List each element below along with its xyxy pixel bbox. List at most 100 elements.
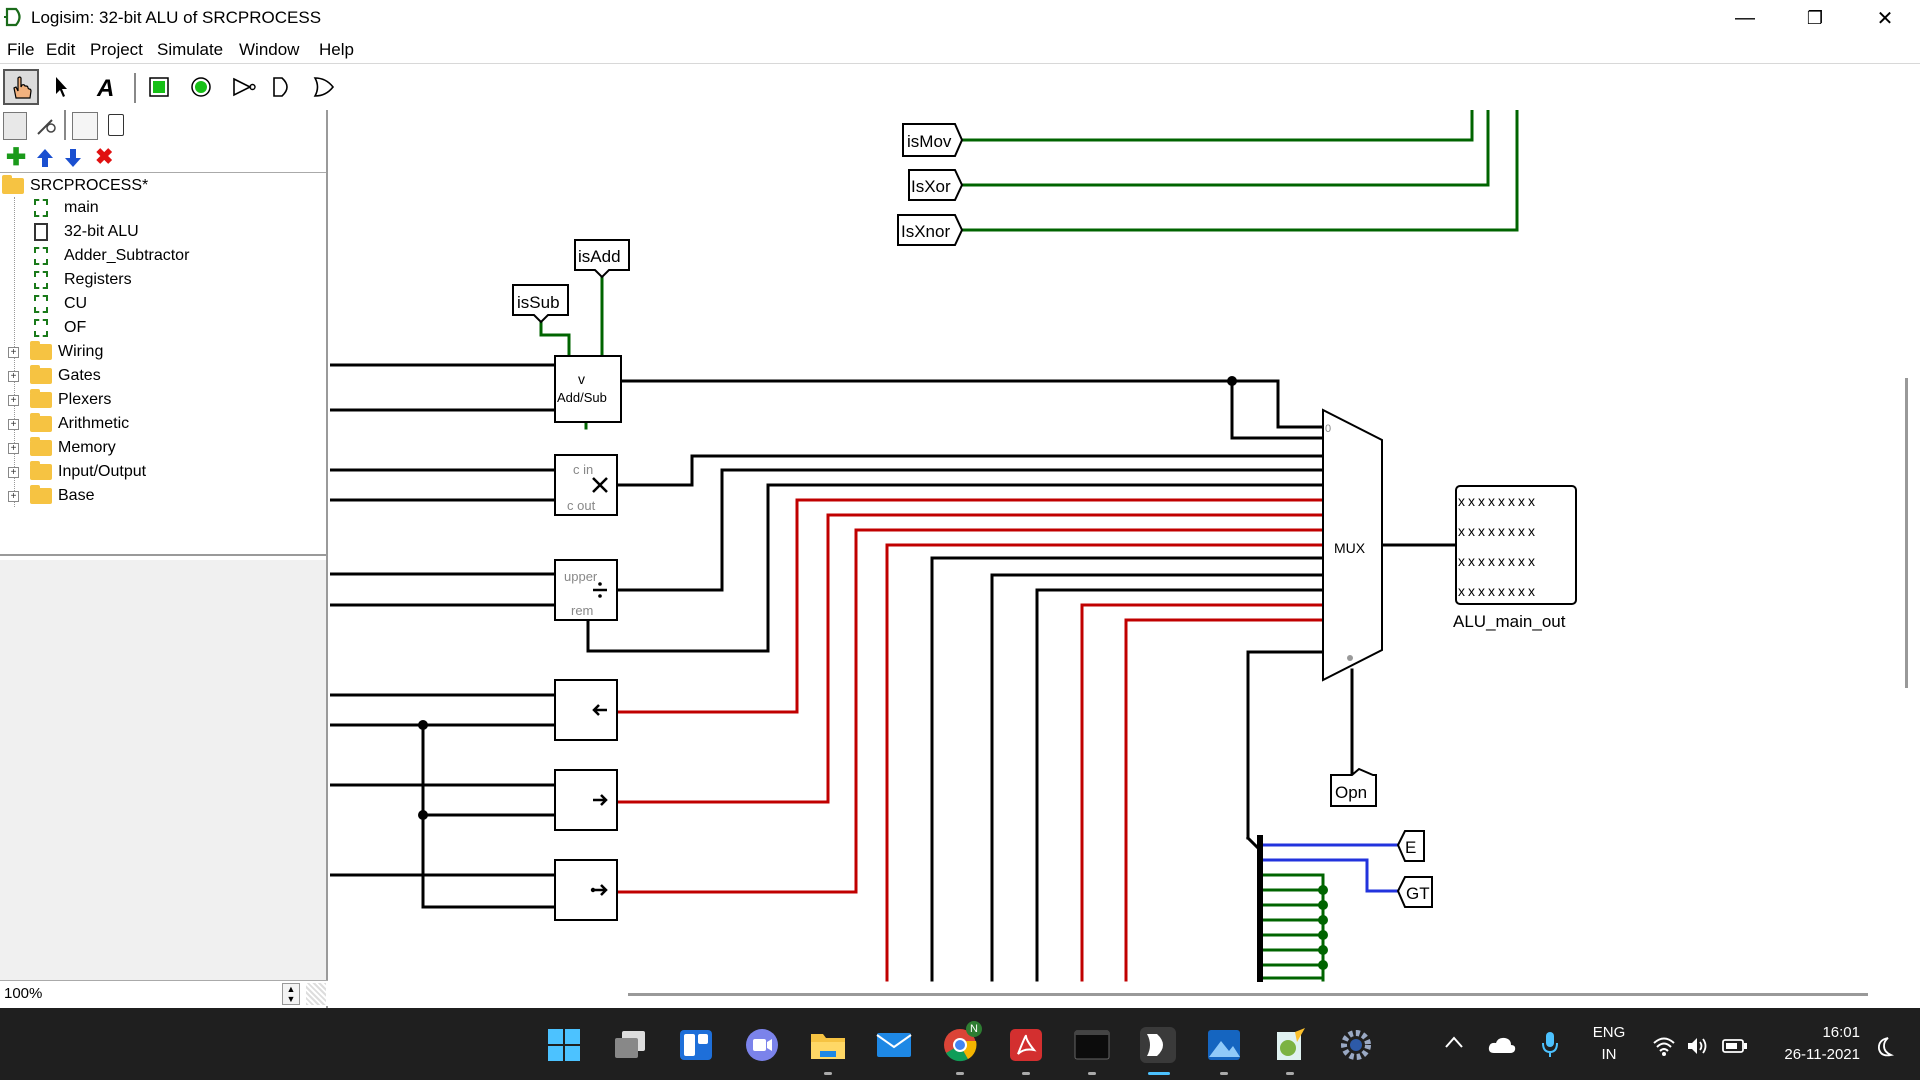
- tree-lib-gates[interactable]: Gates: [30, 365, 101, 387]
- expand-base-icon[interactable]: +: [8, 491, 19, 502]
- poke-tool-icon[interactable]: [3, 69, 39, 105]
- language-top[interactable]: ENG: [1592, 1024, 1626, 1041]
- output-row-1: xxxxxxxx: [1458, 493, 1538, 509]
- menu-project[interactable]: Project: [90, 40, 143, 59]
- tree-circuit-cu[interactable]: CU: [34, 293, 87, 315]
- language-bottom[interactable]: IN: [1601, 1046, 1617, 1063]
- tree-label: Wiring: [58, 343, 104, 360]
- move-down-icon[interactable]: [64, 148, 82, 173]
- expand-memory-icon[interactable]: +: [8, 443, 19, 454]
- circuit-diagram[interactable]: isMov IsXor IsXnor isAdd isSub Opn E GT …: [330, 110, 1920, 1008]
- tree-label: Arithmetic: [58, 415, 130, 432]
- zoom-level[interactable]: 100%: [4, 985, 43, 1002]
- task-view-icon[interactable]: [612, 1027, 648, 1063]
- microphone-icon[interactable]: [1540, 1030, 1560, 1063]
- and-gate-tool-icon[interactable]: [265, 69, 301, 105]
- zoom-control: 100% ▲▼: [0, 980, 328, 1006]
- shift-right-glyph-icon: [593, 794, 608, 806]
- focus-assist-moon-icon[interactable]: [1874, 1036, 1896, 1063]
- settings-gear-icon[interactable]: [1338, 1027, 1374, 1063]
- select-tool-icon[interactable]: [44, 69, 80, 105]
- mux-select-zero: 0: [1325, 423, 1331, 435]
- tunnel-isadd: [574, 239, 630, 279]
- menu-simulate[interactable]: Simulate: [157, 40, 224, 59]
- adder-subtractor-block[interactable]: [554, 355, 622, 423]
- tunnel-isxor: [908, 169, 964, 201]
- expand-gates-icon[interactable]: +: [8, 371, 19, 382]
- tree-lib-base[interactable]: Base: [30, 485, 94, 507]
- tree-lib-memory[interactable]: Memory: [30, 437, 116, 459]
- expand-wiring-icon[interactable]: +: [8, 347, 19, 358]
- expand-plexers-icon[interactable]: +: [8, 395, 19, 406]
- appearance-view-icon[interactable]: [108, 114, 124, 136]
- onedrive-cloud-icon[interactable]: [1488, 1036, 1516, 1059]
- widgets-icon[interactable]: [678, 1027, 714, 1063]
- folder-icon: [2, 175, 24, 194]
- tree-circuit-of[interactable]: OF: [34, 317, 86, 339]
- multiplier-block[interactable]: [554, 454, 618, 516]
- tree-lib-wiring[interactable]: Wiring: [30, 341, 103, 363]
- circuit-canvas[interactable]: isMov IsXor IsXnor isAdd isSub Opn E GT …: [330, 110, 1920, 1008]
- tree-circuit-registers[interactable]: Registers: [34, 269, 132, 291]
- tree-lib-input-output[interactable]: Input/Output: [30, 461, 146, 483]
- tree-lib-plexers[interactable]: Plexers: [30, 389, 111, 411]
- file-explorer-icon[interactable]: [810, 1027, 846, 1063]
- expand-input-output-icon[interactable]: +: [8, 467, 19, 478]
- menu-edit[interactable]: Edit: [46, 40, 76, 59]
- output-pin-tool-icon[interactable]: [183, 69, 219, 105]
- show-hidden-icons-icon[interactable]: [1444, 1032, 1464, 1055]
- volume-icon[interactable]: [1686, 1036, 1710, 1061]
- delete-circuit-icon[interactable]: ✖: [95, 144, 114, 169]
- teams-chat-icon[interactable]: [744, 1027, 780, 1063]
- close-button[interactable]: ✕: [1876, 7, 1894, 30]
- tree-circuit-main[interactable]: main: [34, 197, 99, 219]
- tree-circuit-32bit-alu[interactable]: 32-bit ALU: [34, 221, 139, 243]
- logisim-taskbar-icon[interactable]: [1140, 1027, 1176, 1063]
- photos-icon[interactable]: [1206, 1027, 1242, 1063]
- menu-window[interactable]: Window: [239, 40, 300, 59]
- divider-upper-label: upper: [564, 569, 598, 584]
- move-up-icon[interactable]: [36, 148, 54, 173]
- clock-time[interactable]: 16:01: [1822, 1024, 1860, 1041]
- wifi-icon[interactable]: [1652, 1036, 1676, 1061]
- tree-lib-arithmetic[interactable]: Arithmetic: [30, 413, 129, 435]
- mail-icon[interactable]: [876, 1027, 912, 1063]
- tree-circuit-adder-subtractor[interactable]: Adder_Subtractor: [34, 245, 189, 267]
- tree-label: Registers: [64, 271, 132, 288]
- circuit-icon: [34, 199, 48, 217]
- attribute-table: [0, 560, 326, 986]
- multiplier-cin-label: c in: [573, 462, 593, 477]
- horizontal-scrollbar[interactable]: [628, 993, 1868, 996]
- resize-grip[interactable]: [306, 983, 326, 1005]
- toolbox-view-icon[interactable]: [3, 112, 27, 140]
- acrobat-icon[interactable]: [1008, 1027, 1044, 1063]
- zoom-spinner[interactable]: ▲▼: [282, 983, 300, 1005]
- tree-project-root[interactable]: SRCPROCESS*: [2, 175, 148, 197]
- shift-left-block[interactable]: [554, 679, 618, 741]
- clock-date[interactable]: 26-11-2021: [1784, 1046, 1860, 1063]
- windows-start-icon[interactable]: [546, 1027, 582, 1063]
- notepad-plus-icon[interactable]: [1272, 1027, 1308, 1063]
- folder-icon: [30, 341, 52, 360]
- tunnel-opn: [1330, 767, 1377, 807]
- battery-icon[interactable]: [1722, 1038, 1748, 1059]
- add-circuit-icon[interactable]: ✚: [6, 144, 27, 171]
- input-pin-tool-icon[interactable]: [141, 69, 177, 105]
- menu-file[interactable]: File: [7, 40, 35, 59]
- expand-arithmetic-icon[interactable]: +: [8, 419, 19, 430]
- not-gate-tool-icon[interactable]: [226, 69, 262, 105]
- or-gate-tool-icon[interactable]: [306, 69, 342, 105]
- terminal-icon[interactable]: [1074, 1027, 1110, 1063]
- layout-view-icon[interactable]: [72, 112, 98, 140]
- menu-help[interactable]: Help: [319, 40, 354, 59]
- chrome-icon[interactable]: N: [942, 1021, 982, 1063]
- text-tool-icon[interactable]: A: [88, 69, 124, 105]
- minimize-button[interactable]: —: [1735, 6, 1755, 29]
- maximize-button[interactable]: ❐: [1806, 7, 1824, 28]
- vertical-scrollbar[interactable]: [1905, 378, 1908, 688]
- shift-left-glyph-icon: [592, 704, 607, 716]
- mux-block[interactable]: [1322, 408, 1383, 682]
- alu-main-out-pin[interactable]: [1455, 485, 1577, 605]
- splitter-bus[interactable]: [1257, 835, 1263, 982]
- simulation-view-icon[interactable]: [34, 114, 58, 138]
